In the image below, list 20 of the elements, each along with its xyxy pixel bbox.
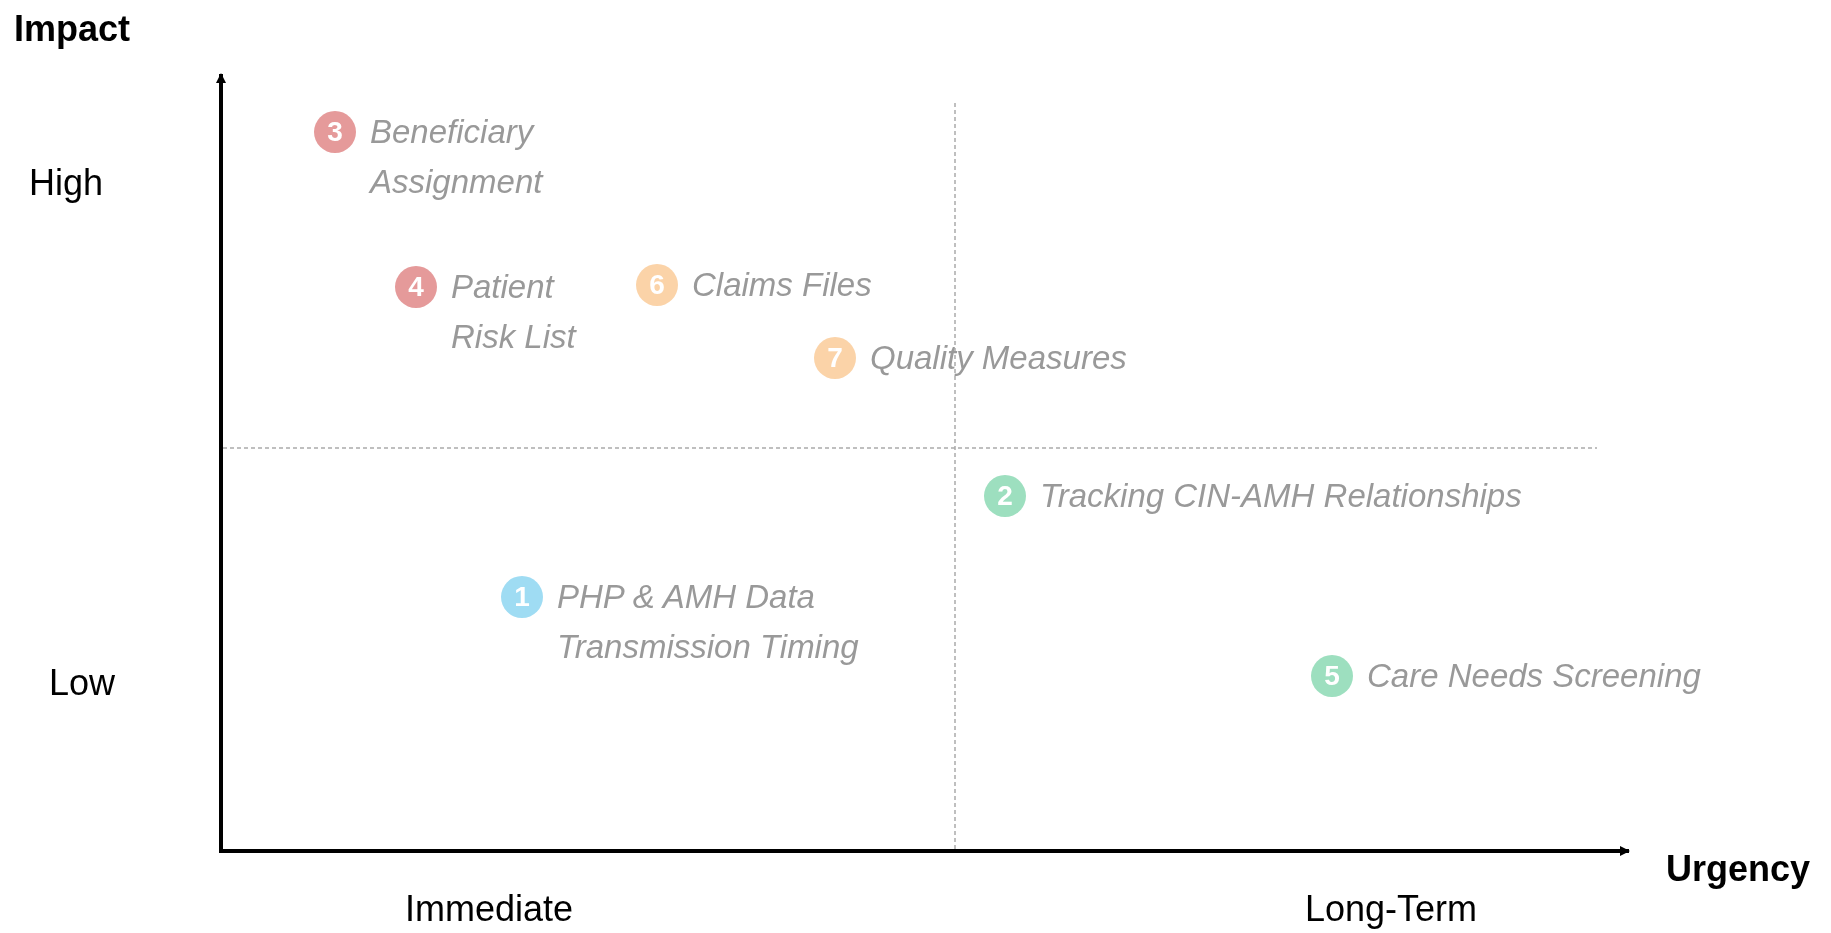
number-badge: 3 bbox=[314, 111, 356, 153]
item-label: Patient Risk List bbox=[451, 267, 578, 357]
number-badge: 5 bbox=[1311, 655, 1353, 697]
item-label: Care Needs Screening bbox=[1367, 656, 1701, 696]
item-label: Tracking CIN-AMH Relationships bbox=[1040, 476, 1522, 516]
item-label: Quality Measures bbox=[870, 338, 1127, 378]
axis-level-label: Low bbox=[49, 662, 116, 704]
axis-title: Impact bbox=[14, 8, 131, 50]
item-label: PHP & AMH Data Transmission Timing bbox=[557, 577, 860, 667]
axis-level-label: High bbox=[29, 162, 104, 204]
number-badge: 7 bbox=[814, 337, 856, 379]
item-label: Claims Files bbox=[692, 265, 872, 305]
number-badge: 4 bbox=[395, 266, 437, 308]
axis-title: Urgency bbox=[1666, 848, 1811, 890]
axis-level-label: Long-Term bbox=[1304, 888, 1478, 930]
axis-level-label: Immediate bbox=[404, 888, 574, 930]
item-label: Beneficiary Assignment bbox=[370, 112, 545, 202]
number-badge: 6 bbox=[636, 264, 678, 306]
number-badge: 2 bbox=[984, 475, 1026, 517]
number-badge: 1 bbox=[501, 576, 543, 618]
